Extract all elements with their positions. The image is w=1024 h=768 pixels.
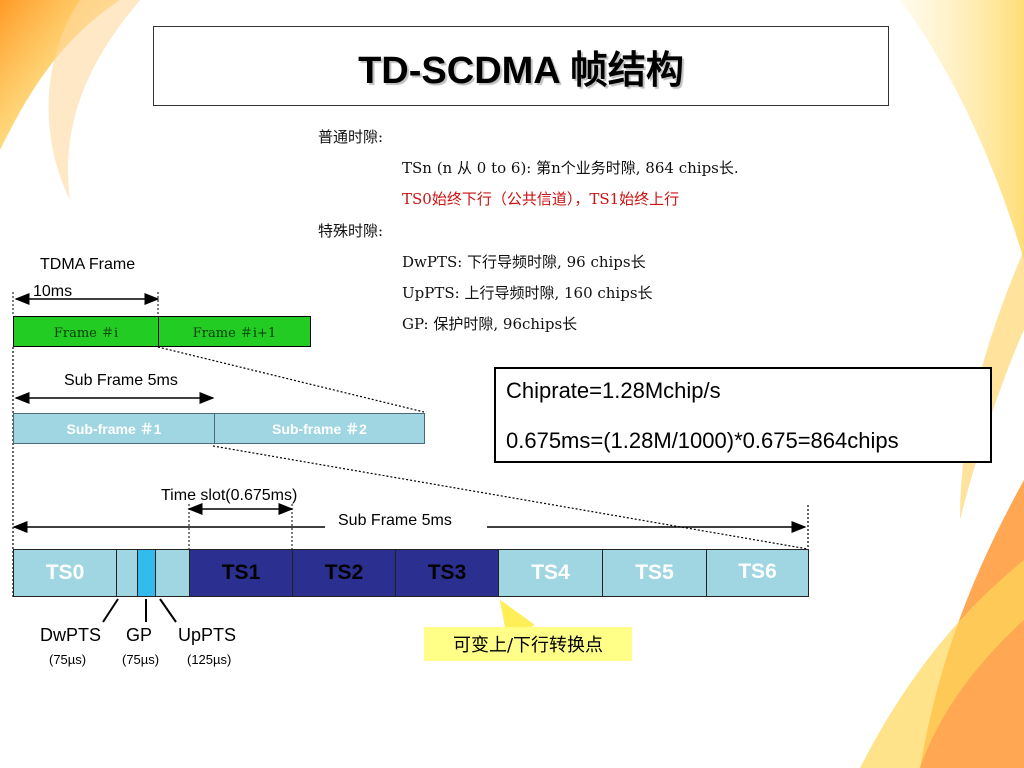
normal-slot-heading: 普通时隙: <box>318 128 384 146</box>
timeslot-ts2: TS2 <box>292 549 396 597</box>
timeslot-duration-label: Time slot(0.675ms) <box>161 487 298 504</box>
uppts-label: UpPTS <box>178 625 237 645</box>
uppts-slot <box>155 549 190 597</box>
title-box: TD-SCDMA 帧结构 <box>153 26 889 106</box>
timeslot-ts5: TS5 <box>602 549 707 597</box>
dwpts-duration: (75µs) <box>49 652 87 667</box>
dwpts-label: DwPTS <box>40 625 102 645</box>
switch-point-callout: 可变上/下行转换点 <box>424 627 632 661</box>
chiprate-line-1: Chiprate=1.28Mchip/s <box>506 378 721 403</box>
chiprate-box: Chiprate=1.28Mchip/s 0.675ms=(1.28M/1000… <box>494 367 992 463</box>
switch-point-arrow <box>499 599 535 642</box>
subframe-label: Sub Frame 5ms <box>64 372 178 389</box>
timeslot-ts4: TS4 <box>498 549 603 597</box>
special-slot-line-3: GP: 保护时隙, 96chips长 <box>402 315 578 333</box>
gp-slot <box>137 549 156 597</box>
timeslot-ts6: TS6 <box>706 549 809 597</box>
timeslot-ts0: TS0 <box>13 549 117 597</box>
timeslot-ts1: TS1 <box>189 549 293 597</box>
frame-i: Frame ＃i <box>13 316 159 347</box>
gp-duration: (75µs) <box>122 652 160 667</box>
special-slot-line-1: DwPTS: 下行导频时隙, 96 chips长 <box>402 253 646 271</box>
uppts-duration: (125µs) <box>187 652 232 667</box>
special-slot-heading: 特殊时隙: <box>318 222 384 240</box>
tdma-frame-label: TDMA Frame <box>40 256 136 273</box>
normal-slot-line-2: TS0始终下行（公共信道），TS1始终上行 <box>402 190 680 208</box>
timeslot-ts3: TS3 <box>395 549 499 597</box>
chiprate-line-2: 0.675ms=(1.28M/1000)*0.675=864chips <box>506 428 899 453</box>
subframe-2: Sub-frame ＃2 <box>214 413 425 444</box>
dwpts-slot <box>116 549 138 597</box>
subframe-5ms-label: Sub Frame 5ms <box>338 512 452 529</box>
special-slot-line-2: UpPTS: 上行导频时隙, 160 chips长 <box>402 284 653 302</box>
gp-label: GP <box>126 625 153 645</box>
normal-slot-line-1: TSn (n 从 0 to 6): 第n个业务时隙, 864 chips长. <box>402 159 739 177</box>
tdma-duration-label: 10ms <box>33 283 73 300</box>
page-title: TD-SCDMA 帧结构 <box>358 49 684 92</box>
frame-i-plus-1: Frame ＃i+1 <box>158 316 311 347</box>
subframe-1: Sub-frame ＃1 <box>13 413 215 444</box>
